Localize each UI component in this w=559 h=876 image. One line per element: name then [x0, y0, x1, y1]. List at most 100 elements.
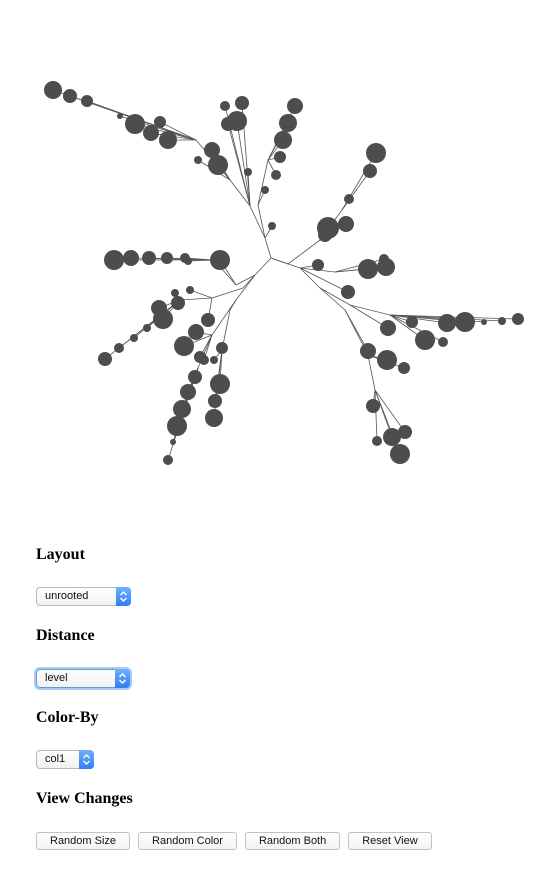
tree-leaf-node[interactable]: [188, 370, 202, 384]
tree-leaf-node[interactable]: [279, 114, 297, 132]
tree-leaf-node[interactable]: [154, 116, 166, 128]
tree-leaf-node[interactable]: [227, 111, 247, 131]
tree-leaf-node[interactable]: [81, 95, 93, 107]
tree-leaf-node[interactable]: [287, 98, 303, 114]
random-color-button[interactable]: Random Color: [138, 832, 237, 850]
tree-branch: [229, 299, 237, 311]
tree-leaf-node[interactable]: [372, 436, 382, 446]
tree-diagram[interactable]: [0, 0, 559, 500]
view-changes-heading: View Changes: [36, 790, 133, 807]
tree-leaf-node[interactable]: [184, 257, 192, 265]
tree-branch: [211, 287, 244, 299]
tree-branch: [299, 267, 349, 293]
tree-branch: [374, 389, 378, 442]
random-size-button[interactable]: Random Size: [36, 832, 131, 850]
tree-leaf-node[interactable]: [208, 394, 222, 408]
tree-leaf-node[interactable]: [383, 428, 401, 446]
tree-leaf-node[interactable]: [220, 101, 230, 111]
tree-leaf-node[interactable]: [341, 285, 355, 299]
tree-leaf-node[interactable]: [171, 289, 179, 297]
tree-leaf-node[interactable]: [194, 156, 202, 164]
tree-leaf-node[interactable]: [180, 384, 196, 400]
color-by-select[interactable]: col1: [36, 750, 94, 769]
tree-leaf-node[interactable]: [274, 151, 286, 163]
tree-leaf-node[interactable]: [205, 409, 223, 427]
tree-leaf-node[interactable]: [377, 258, 395, 276]
tree-leaf-node[interactable]: [438, 314, 456, 332]
reset-view-button[interactable]: Reset View: [348, 832, 432, 850]
layout-select-value: unrooted: [45, 590, 89, 602]
tree-leaf-node[interactable]: [390, 444, 410, 464]
tree-leaf-node[interactable]: [98, 352, 112, 366]
tree-leaf-node[interactable]: [123, 250, 139, 266]
tree-leaf-node[interactable]: [210, 356, 218, 364]
select-arrows-icon: [116, 587, 131, 606]
tree-leaf-node[interactable]: [377, 350, 397, 370]
tree-leaf-node[interactable]: [167, 416, 187, 436]
tree-leaf-node[interactable]: [498, 317, 506, 325]
tree-leaf-node[interactable]: [125, 114, 145, 134]
tree-leaf-node[interactable]: [363, 164, 377, 178]
tree-leaf-node[interactable]: [271, 170, 281, 180]
distance-section: Distance: [36, 626, 95, 646]
tree-leaf-node[interactable]: [174, 336, 194, 356]
tree-leaf-node[interactable]: [159, 131, 177, 149]
tree-leaf-node[interactable]: [208, 155, 228, 175]
tree-leaf-node[interactable]: [366, 143, 386, 163]
tree-leaf-node[interactable]: [344, 194, 354, 204]
tree-leaf-node[interactable]: [143, 324, 151, 332]
tree-leaf-node[interactable]: [130, 334, 138, 342]
tree-leaf-node[interactable]: [366, 399, 380, 413]
tree-leaf-node[interactable]: [186, 286, 194, 294]
tree-branch: [374, 389, 406, 433]
tree-leaf-node[interactable]: [171, 296, 185, 310]
tree-leaf-node[interactable]: [268, 222, 276, 230]
tree-leaf-node[interactable]: [210, 250, 230, 270]
tree-branch: [389, 314, 448, 324]
tree-leaf-node[interactable]: [161, 252, 173, 264]
tree-leaf-node[interactable]: [201, 313, 215, 327]
tree-leaf-node[interactable]: [312, 259, 324, 271]
tree-leaf-node[interactable]: [153, 309, 173, 329]
tree-leaf-node[interactable]: [173, 400, 191, 418]
tree-leaf-node[interactable]: [438, 337, 448, 347]
select-arrows-icon: [79, 750, 94, 769]
tree-branch: [264, 237, 272, 259]
layout-select[interactable]: unrooted: [36, 587, 131, 606]
tree-leaf-node[interactable]: [244, 168, 252, 176]
tree-leaf-node[interactable]: [170, 439, 176, 445]
tree-leaf-node[interactable]: [360, 343, 376, 359]
distance-select-value: level: [45, 672, 68, 684]
tree-branch: [257, 204, 266, 239]
tree-leaf-node[interactable]: [188, 324, 204, 340]
tree-leaf-node[interactable]: [104, 250, 124, 270]
tree-leaf-node[interactable]: [44, 81, 62, 99]
tree-leaf-node[interactable]: [210, 374, 230, 394]
tree-leaf-node[interactable]: [455, 312, 475, 332]
tree-leaf-node[interactable]: [415, 330, 435, 350]
tree-leaf-node[interactable]: [261, 186, 269, 194]
tree-leaf-node[interactable]: [235, 96, 249, 110]
tree-leaf-node[interactable]: [117, 113, 123, 119]
tree-leaf-node[interactable]: [406, 316, 418, 328]
tree-leaf-node[interactable]: [318, 228, 332, 242]
tree-leaf-node[interactable]: [63, 89, 77, 103]
tree-leaf-node[interactable]: [163, 455, 173, 465]
tree-leaf-node[interactable]: [358, 259, 378, 279]
tree-leaf-node[interactable]: [199, 355, 209, 365]
tree-leaf-node[interactable]: [512, 313, 524, 325]
tree-leaf-node[interactable]: [142, 251, 156, 265]
tree-leaf-node[interactable]: [114, 343, 124, 353]
tree-branch: [227, 123, 251, 207]
tree-leaf-node[interactable]: [338, 216, 354, 232]
random-both-button[interactable]: Random Both: [244, 832, 341, 850]
tree-leaf-node[interactable]: [204, 142, 220, 158]
distance-select[interactable]: level: [36, 669, 130, 688]
tree-leaf-node[interactable]: [143, 125, 159, 141]
tree-leaf-node[interactable]: [398, 425, 412, 439]
tree-leaf-node[interactable]: [398, 362, 410, 374]
tree-leaf-node[interactable]: [380, 320, 396, 336]
tree-leaf-node[interactable]: [274, 131, 292, 149]
tree-leaf-node[interactable]: [216, 342, 228, 354]
tree-leaf-node[interactable]: [481, 319, 487, 325]
